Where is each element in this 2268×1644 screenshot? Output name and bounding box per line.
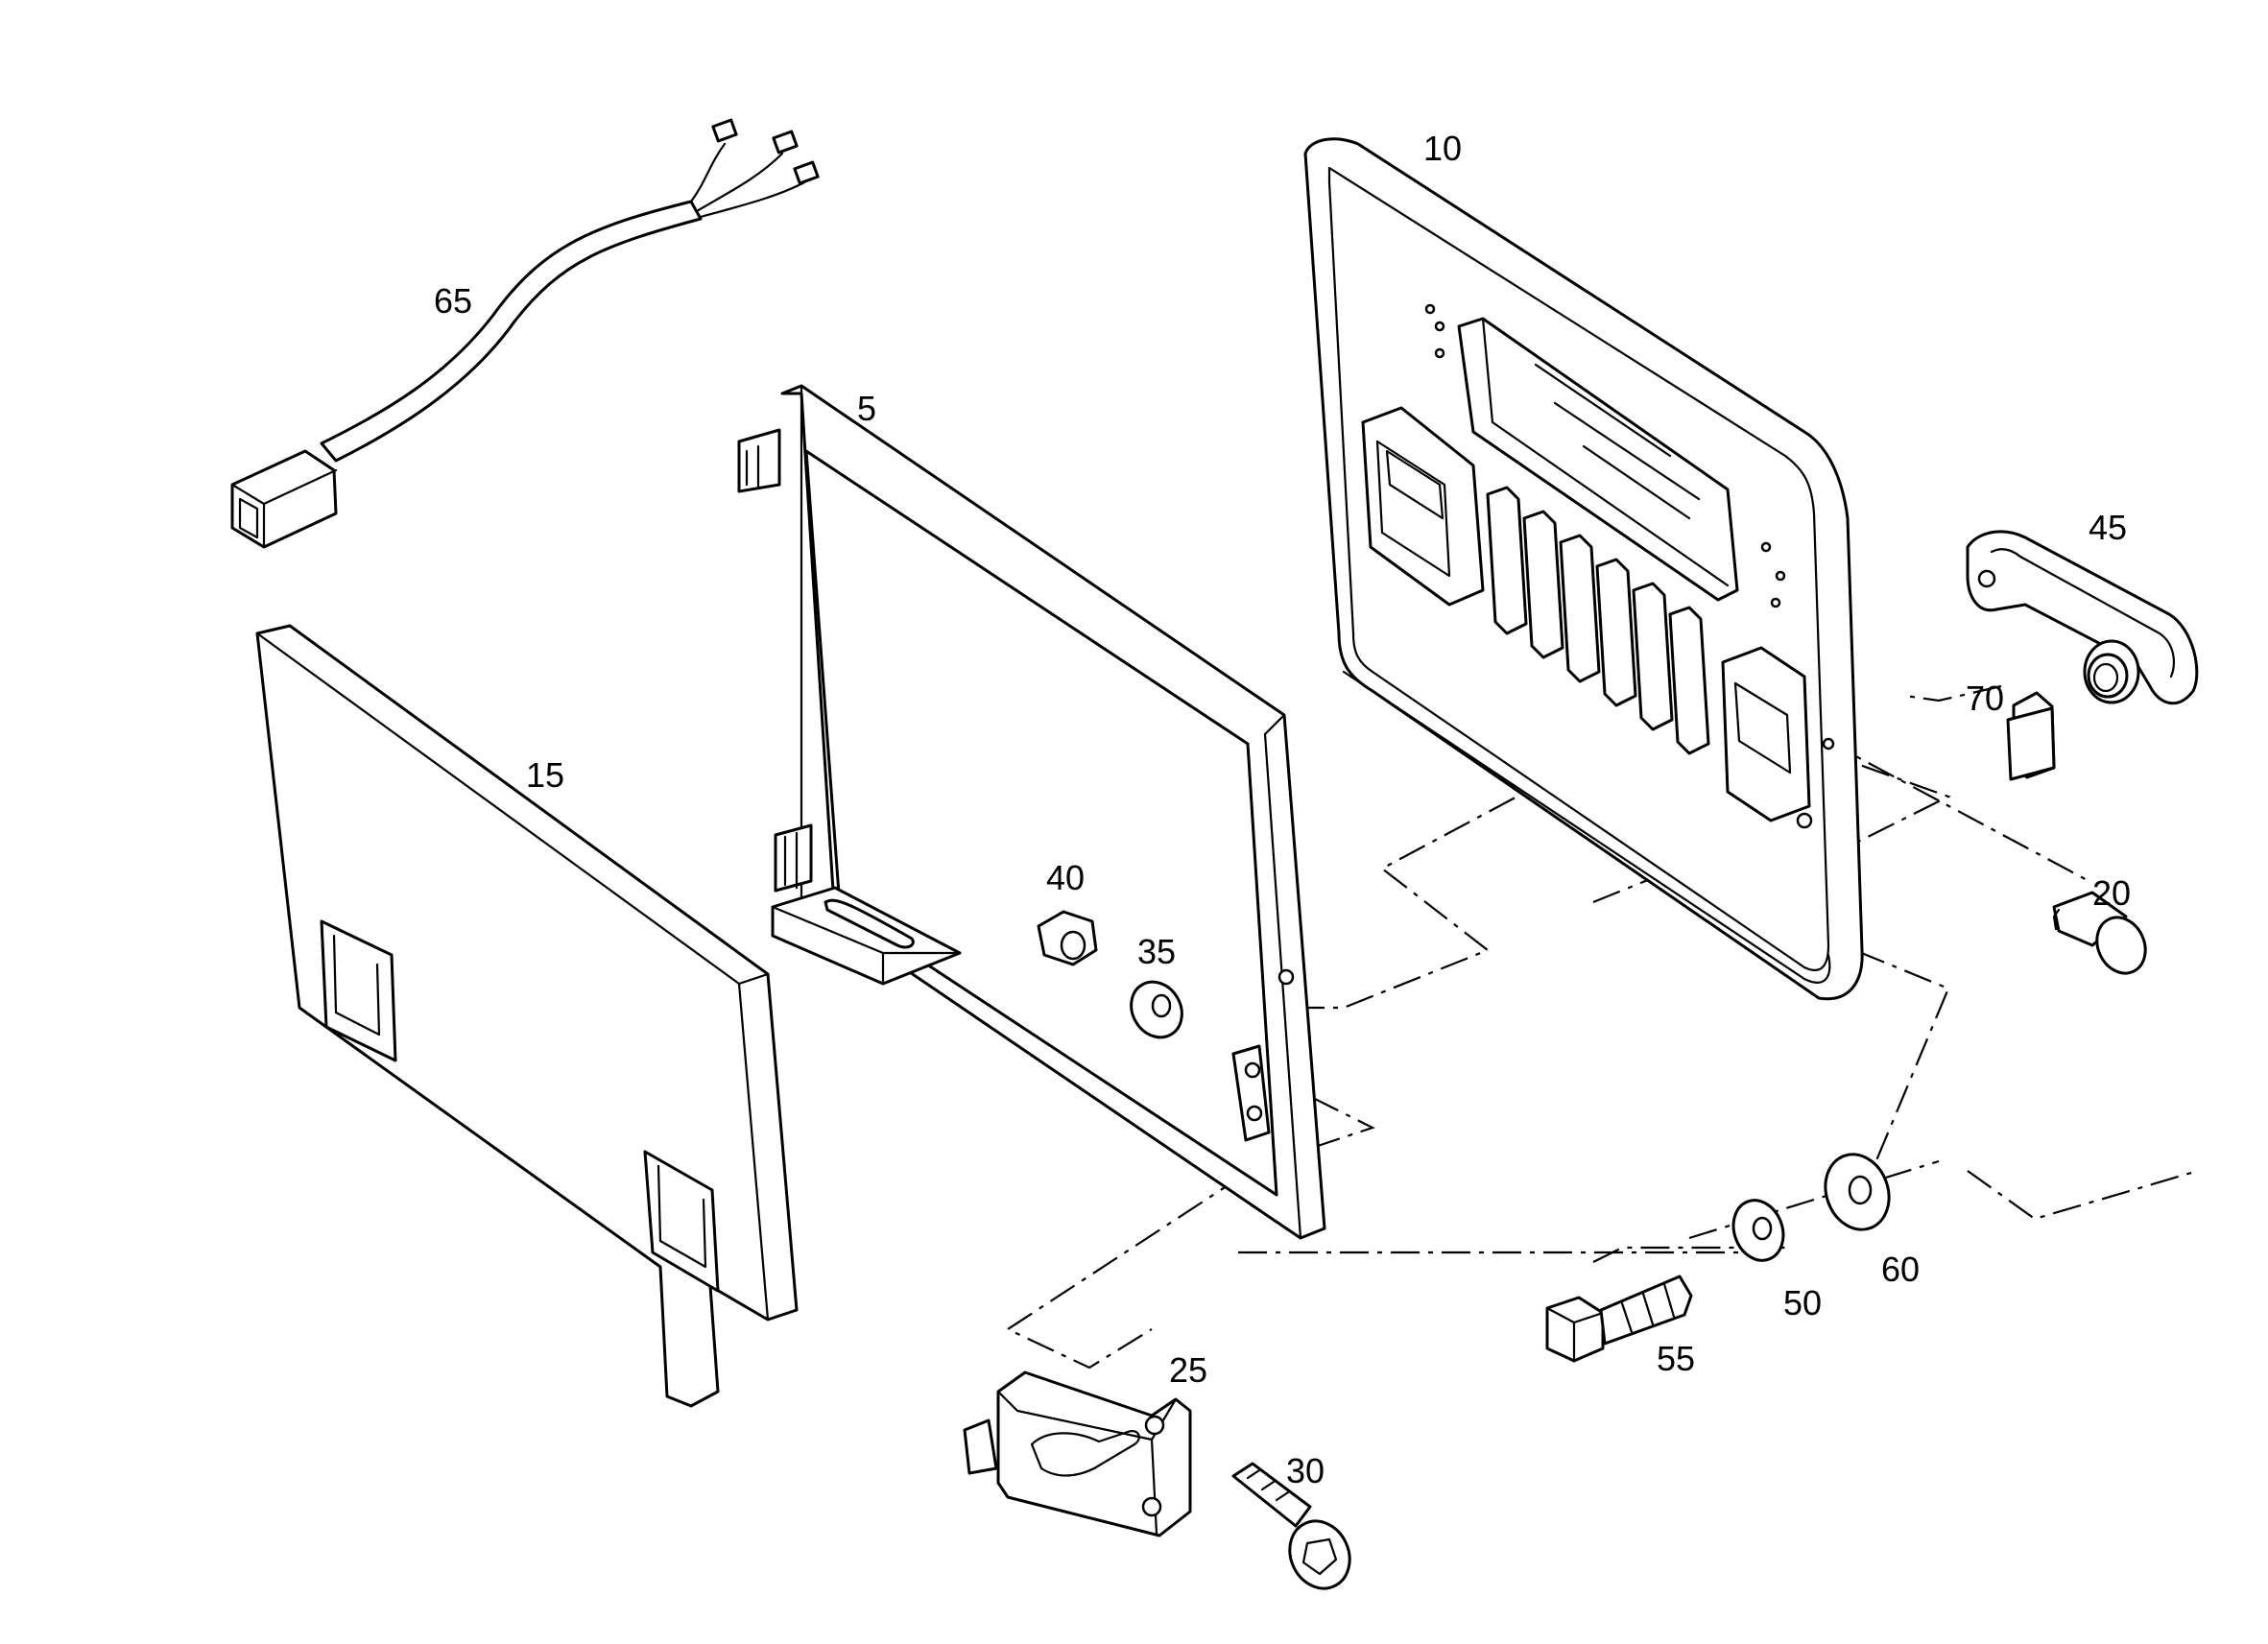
mid-washer [1731, 1199, 1785, 1262]
callout-30: 30 [1286, 1451, 1325, 1490]
callout-20: 20 [2092, 873, 2131, 913]
countersunk-screw [1231, 1462, 1351, 1590]
callout-55: 55 [1657, 1339, 1695, 1378]
rear-panel [1303, 137, 1864, 1001]
small-plate [2006, 691, 2056, 781]
front-cover-panel [255, 624, 799, 1408]
callout-45: 45 [2089, 508, 2127, 547]
callout-50: 50 [1783, 1283, 1822, 1322]
callout-60: 60 [1881, 1250, 1920, 1289]
mounting-frame [737, 384, 1326, 1240]
hex-bolt [1545, 1275, 1693, 1363]
callout-65: 65 [434, 281, 472, 321]
callout-25: 25 [1169, 1350, 1207, 1390]
small-washer [1130, 980, 1183, 1039]
latch-block [963, 1370, 1192, 1537]
callout-10: 10 [1423, 129, 1462, 168]
large-washer [1824, 1153, 1891, 1231]
vent-slots [1486, 486, 1710, 755]
callout-15: 15 [526, 755, 564, 795]
callout-35: 35 [1137, 932, 1176, 971]
cable-harness [230, 118, 820, 549]
latch-handle [1966, 530, 2199, 705]
callout-70: 70 [1966, 679, 2004, 718]
pin [2052, 891, 2147, 975]
callout-labels: 5 10 15 20 25 30 35 40 45 50 55 60 65 70 [434, 129, 2131, 1490]
callout-5: 5 [857, 389, 876, 428]
callout-40: 40 [1046, 858, 1085, 897]
hex-nut [1037, 910, 1098, 966]
